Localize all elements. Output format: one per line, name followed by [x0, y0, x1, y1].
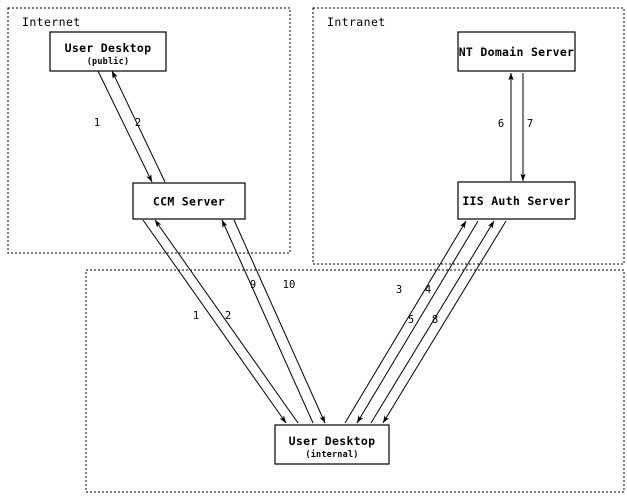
flow-step-label-10: 10	[283, 279, 296, 291]
flow-step-label-3: 3	[396, 284, 402, 296]
zone-label-internet: Internet	[22, 15, 81, 29]
flow-step-label-2: 2	[135, 117, 141, 129]
flow-step-labels: 1 2 1 2 9 10 3 4 5 8 6 7	[94, 117, 533, 326]
zone-label-intranet: Intranet	[327, 15, 386, 29]
node-label-iis-auth-server: IIS Auth Server	[462, 194, 570, 208]
flow-step-label-6: 6	[498, 118, 504, 130]
flow-arrows	[97, 70, 526, 424]
flow-step-label-9: 9	[250, 279, 256, 291]
flow-step-label-5: 5	[408, 314, 414, 326]
node-box-user-desktop-public[interactable]	[49, 31, 167, 72]
zone-boundary-intranet	[312, 7, 625, 265]
flow-arrow-2-user-desktop-internal-to-ccm-server	[154, 219, 299, 424]
flow-arrow-10-ccm-server-to-user-desktop-internal	[233, 219, 326, 424]
zone-boundaries: Internet Intranet	[7, 7, 625, 493]
node-nt-domain-server[interactable]: NT Domain Server	[457, 31, 576, 72]
node-box-ccm-server[interactable]	[132, 182, 246, 220]
flow-arrow-8-iis-auth-server-to-user-desktop-internal	[382, 220, 507, 424]
node-sublabel-user-desktop-public: (public)	[87, 56, 130, 67]
node-label-ccm-server: CCM Server	[153, 195, 225, 209]
flow-step-label-7: 7	[527, 118, 533, 130]
node-user-desktop-internal[interactable]: User Desktop(internal)	[274, 424, 390, 465]
node-box-iis-auth-server[interactable]	[457, 181, 576, 220]
node-user-desktop-public[interactable]: User Desktop(public)	[49, 31, 167, 72]
node-iis-auth-server[interactable]: IIS Auth Server	[457, 181, 576, 220]
flow-step-label-1: 1	[193, 310, 199, 322]
flow-step-label-2: 2	[225, 310, 231, 322]
node-label-user-desktop-public: User Desktop	[65, 41, 152, 55]
node-label-user-desktop-internal: User Desktop	[289, 434, 376, 448]
node-box-user-desktop-internal[interactable]	[274, 424, 390, 465]
flow-arrow-2-ccm-server-to-user-desktop-public	[111, 70, 166, 183]
flow-step-label-4: 4	[425, 284, 431, 296]
flow-arrow-1-user-desktop-public-to-ccm-server	[97, 70, 153, 183]
flow-arrow-9-user-desktop-internal-to-ccm-server	[221, 219, 314, 424]
flow-step-label-1: 1	[94, 117, 100, 129]
zone-boundary-internal-zone	[85, 269, 625, 493]
node-sublabel-user-desktop-internal: (internal)	[305, 449, 358, 460]
flow-step-label-8: 8	[432, 314, 438, 326]
flow-arrow-5-user-desktop-internal-to-iis-auth-server	[370, 220, 495, 424]
node-box-nt-domain-server[interactable]	[457, 31, 576, 72]
flow-arrow-4-iis-auth-server-to-user-desktop-internal	[356, 220, 479, 424]
flow-arrow-3-user-desktop-internal-to-iis-auth-server	[344, 220, 467, 424]
node-ccm-server[interactable]: CCM Server	[132, 182, 246, 220]
flow-arrow-1-ccm-server-to-user-desktop-internal	[142, 219, 287, 424]
node-label-nt-domain-server: NT Domain Server	[459, 45, 575, 59]
zone-boundary-internet	[7, 7, 291, 254]
